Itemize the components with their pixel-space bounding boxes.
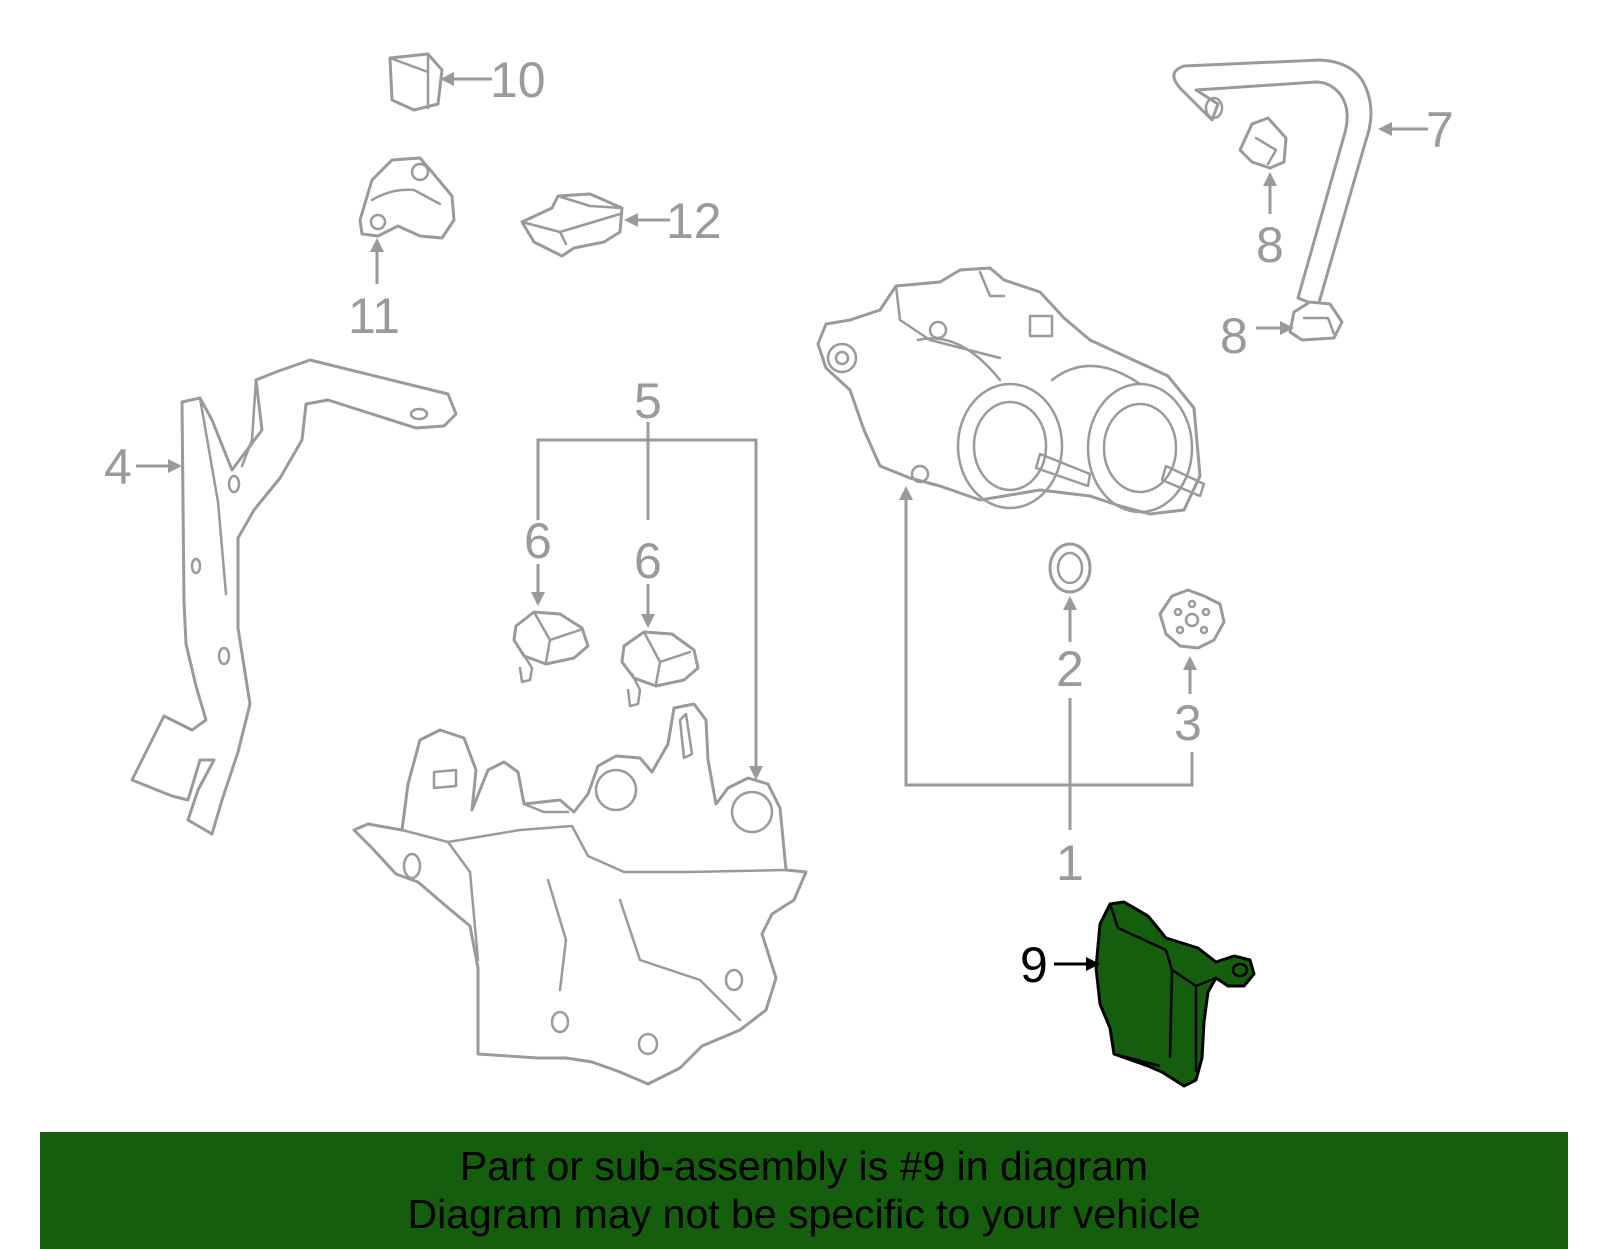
banner-line-1: Part or sub-assembly is #9 in diagram [459,1143,1149,1189]
callout-4[interactable]: 4 [104,439,132,495]
callout-9[interactable]: 9 [1020,937,1048,993]
info-banner: Part or sub-assembly is #9 in diagram Di… [40,1132,1568,1249]
part-7-hose[interactable] [1172,58,1373,308]
callout-3[interactable]: 3 [1174,695,1202,751]
part-6-grommet-right[interactable] [620,630,700,708]
callout-6-right-leader [641,584,655,628]
callout-8-lower-leader [1256,321,1294,335]
part-10-cap[interactable] [388,52,444,112]
callout-11[interactable]: 11 [348,288,400,344]
callout-10[interactable]: 10 [490,52,546,108]
part-11-sensor[interactable] [358,156,456,240]
callout-5[interactable]: 5 [634,373,662,429]
callout-1-bracket [899,486,1194,830]
part-4-bracket[interactable] [130,358,458,836]
callout-6-left[interactable]: 6 [524,513,552,569]
part-1-abs-modulator[interactable] [816,266,1206,516]
callout-5-bracket [536,422,763,780]
callout-7-leader [1378,122,1428,136]
callout-8-upper-leader [1263,172,1277,214]
part-8-clip-lower[interactable] [1288,300,1344,342]
part-3-grommet[interactable] [1158,588,1226,650]
callout-9-leader [1054,957,1100,971]
callout-12-leader [624,213,670,227]
part-5-mounting-bracket[interactable] [352,702,808,1086]
part-8-clip-upper[interactable] [1238,116,1288,170]
part-2-seal[interactable] [1048,542,1092,594]
part-12-pad[interactable] [520,192,624,258]
callout-6-right[interactable]: 6 [634,533,662,589]
callout-2-leader [1063,596,1077,642]
callout-12[interactable]: 12 [666,193,722,249]
callout-8-lower[interactable]: 8 [1220,308,1248,364]
callout-1[interactable]: 1 [1056,835,1084,891]
callout-7[interactable]: 7 [1426,102,1454,158]
callout-2[interactable]: 2 [1056,641,1084,697]
part-9-control-module[interactable] [1094,900,1256,1088]
callout-11-leader [370,238,384,284]
callout-4-leader [136,459,182,473]
banner-line-2: Diagram may not be specific to your vehi… [407,1191,1201,1237]
callout-3-leader [1183,656,1197,694]
callout-10-leader [440,72,492,86]
callout-8-upper[interactable]: 8 [1256,217,1284,273]
callout-6-left-leader [531,564,545,606]
part-6-grommet-left[interactable] [512,610,590,684]
